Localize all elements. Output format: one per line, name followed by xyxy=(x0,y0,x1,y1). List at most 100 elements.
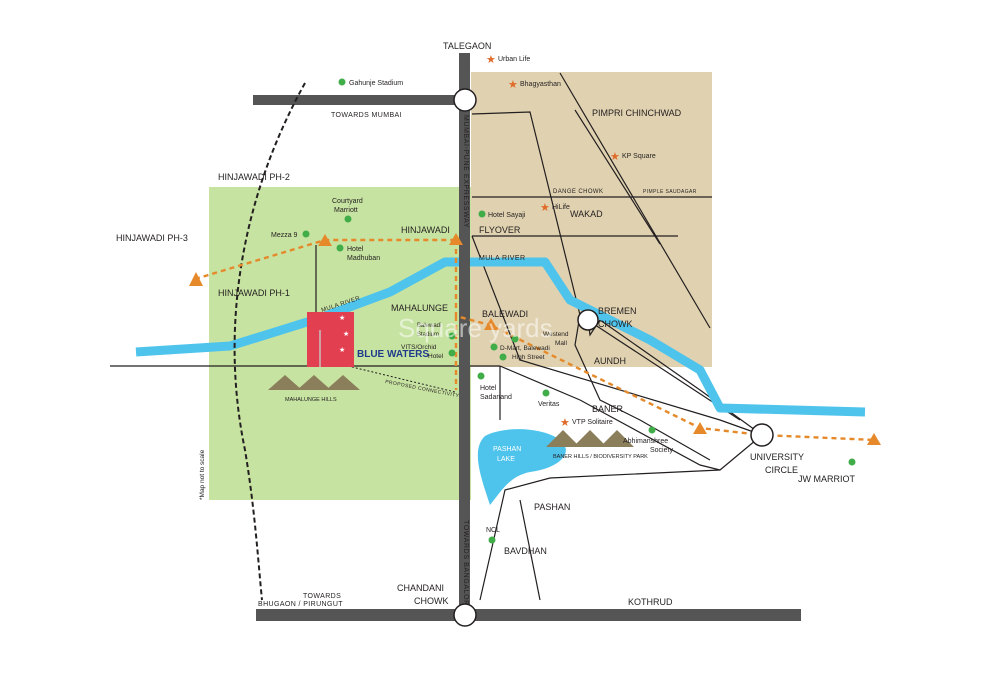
star-markers: ★ ★ ★ ★ ★ xyxy=(486,54,620,429)
label-sayaji: Hotel Sayaji xyxy=(488,212,526,219)
label-towards-bhugaon-1: TOWARDS xyxy=(303,593,341,600)
label-talegaon: TALEGAON xyxy=(443,41,491,51)
star-hilife: ★ xyxy=(540,202,550,214)
label-balewadi-stadium-2: Stadium xyxy=(417,332,439,338)
project-label: BLUE WATERS xyxy=(357,349,429,360)
dot-madhuban xyxy=(336,244,344,252)
label-westend-1: Westend xyxy=(543,331,569,338)
label-madhuban-1: Hotel xyxy=(347,246,364,253)
landmark-dots xyxy=(302,78,856,544)
project-star-1: ★ xyxy=(339,314,345,322)
label-bavdhan: BAVDHAN xyxy=(504,546,547,556)
junction-university xyxy=(750,423,774,447)
label-dmart: D-Mart, Balewadi xyxy=(500,345,550,352)
label-chandani-chowk: CHOWK xyxy=(414,596,449,606)
mahalunge-hills-label: MAHALUNGE HILLS xyxy=(285,397,337,403)
route-marker-hinjawadi xyxy=(449,233,463,245)
label-mahalunge: MAHALUNGE xyxy=(391,303,448,313)
label-pimpri: PIMPRI CHINCHWAD xyxy=(592,108,682,118)
route-marker-east xyxy=(867,433,881,445)
label-gahunje: Gahunje Stadium xyxy=(349,80,403,87)
label-baner: BANER xyxy=(592,404,624,414)
road-pimpri-diagonal xyxy=(559,72,711,329)
project-stars: ★ ★ ★ xyxy=(339,314,349,354)
watermark: Square yards xyxy=(398,313,553,343)
mahalunge-hills xyxy=(268,375,360,390)
star-urban-life: ★ xyxy=(486,54,496,66)
route-marker-baner xyxy=(693,422,707,434)
label-ncl: NCL xyxy=(486,527,500,534)
dot-westend xyxy=(511,335,519,343)
dot-ncl xyxy=(488,536,496,544)
pashan-lake xyxy=(477,429,566,505)
dot-dmart xyxy=(490,343,498,351)
route-marker-ph3 xyxy=(189,272,203,286)
label-sadanand-1: Hotel xyxy=(480,385,497,392)
route-university xyxy=(454,240,876,442)
label-madhuban-2: Madhuban xyxy=(347,255,380,262)
mula-river xyxy=(135,257,866,417)
label-veritas: Veritas xyxy=(538,401,560,408)
label-bhagyasthan: Bhagyasthan xyxy=(520,81,561,88)
road-bremen-north xyxy=(471,111,581,316)
label-balewadi-stadium-1: Balewadi xyxy=(417,323,441,329)
road-bottom-kothrud xyxy=(256,609,801,621)
dot-mezza xyxy=(302,230,310,238)
map-note: *Map not to scale xyxy=(199,449,206,500)
expressway-label: MUMBAI-PUNE EXPRESSWAY xyxy=(462,115,469,228)
label-hinjawadi-ph2: HINJAWADI PH-2 xyxy=(218,172,290,182)
project-star-2: ★ xyxy=(343,330,349,338)
dot-jw-marriott xyxy=(848,458,856,466)
label-towards-bhugaon-2: BHUGAON / PIRUNGUT xyxy=(258,601,343,608)
dot-sadanand xyxy=(477,372,485,380)
dot-high-street xyxy=(499,353,507,361)
label-kothrud: KOTHRUD xyxy=(628,597,673,607)
minor-roads xyxy=(110,72,763,601)
label-kp-square: KP Square xyxy=(622,153,656,160)
road-bavdhan xyxy=(519,499,541,601)
road-wakad-diagonal xyxy=(574,109,661,245)
label-pashan-lake-1: PASHAN xyxy=(493,446,521,453)
dot-balewadi-stadium xyxy=(448,332,456,340)
label-pashan-lake-2: LAKE xyxy=(497,456,515,463)
label-hinjawadi-ph1: HINJAWADI PH-1 xyxy=(218,288,290,298)
dot-vits xyxy=(448,349,456,357)
junction-chandani xyxy=(453,603,477,627)
label-abhimanshree-1: Abhimanshree xyxy=(623,438,668,445)
label-mula-river-2: MULA RIVER xyxy=(479,255,525,262)
label-sadanand-2: Sadanand xyxy=(480,394,512,401)
star-bhagyasthan: ★ xyxy=(508,79,518,91)
label-vtp: VTP Solitaire xyxy=(572,419,613,426)
label-aundh: AUNDH xyxy=(594,356,626,366)
label-mezza: Mezza 9 xyxy=(271,232,298,239)
project-star-3: ★ xyxy=(339,346,345,354)
label-university: UNIVERSITY xyxy=(750,452,804,462)
project-plot xyxy=(307,312,354,367)
expressway xyxy=(459,53,470,620)
label-bremen: BREMEN xyxy=(598,306,637,316)
label-wakad: WAKAD xyxy=(570,209,603,219)
towards-bangalore-label: TOWARDS BANGALORE xyxy=(462,520,469,611)
label-balewadi: BALEWADI xyxy=(482,309,528,319)
road-towards-mumbai xyxy=(253,95,460,105)
label-westend-2: Mall xyxy=(555,340,567,347)
road-pashan xyxy=(479,434,763,601)
dot-courtyard xyxy=(344,215,352,223)
baner-hills-label: BANER HILLS / BIODIVERSITY PARK xyxy=(553,454,648,460)
road-baner-lower xyxy=(499,365,721,471)
label-pashan: PASHAN xyxy=(534,502,570,512)
label-jw-marriott: JW MARRIOT xyxy=(798,474,855,484)
road-balewadi xyxy=(574,314,711,461)
label-circle: CIRCLE xyxy=(765,465,798,475)
star-vtp: ★ xyxy=(560,417,570,429)
junctions xyxy=(453,88,774,627)
dot-abhimanshree xyxy=(648,426,656,434)
label-chandani: CHANDANI xyxy=(397,583,444,593)
label-abhimanshree-2: Society xyxy=(650,447,673,454)
junction-bremen xyxy=(577,309,599,331)
label-vits-1: VITS/Orchid xyxy=(401,344,437,351)
route-marker-balewadi xyxy=(484,318,498,330)
baner-hills xyxy=(546,430,634,447)
